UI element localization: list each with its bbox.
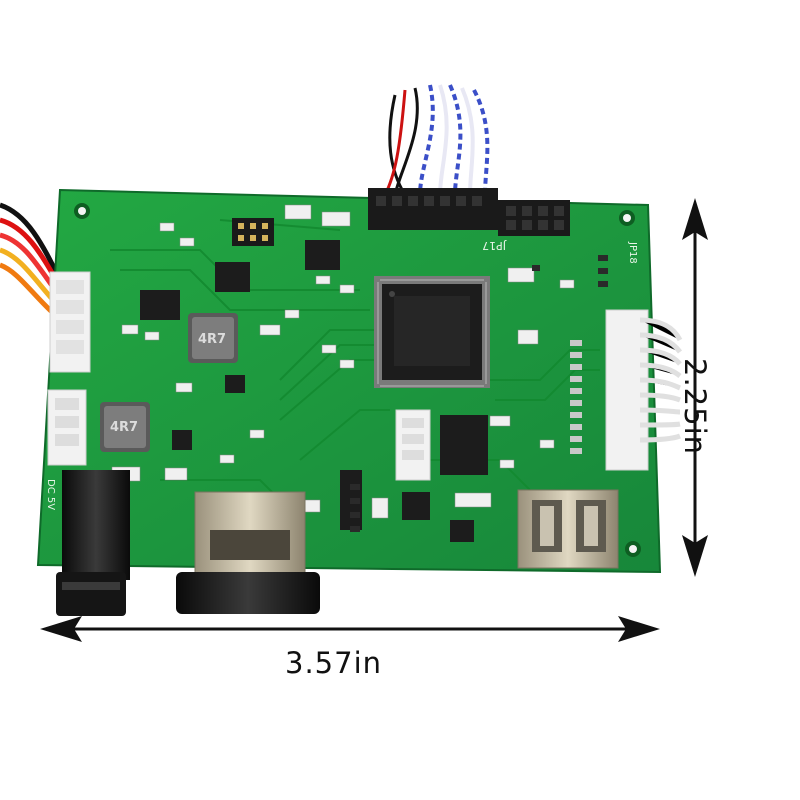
mounting-holes [74, 203, 641, 557]
small-ics [140, 240, 488, 542]
chip-leads [377, 279, 487, 387]
top-pin-header [368, 188, 570, 236]
left-small-connector [47, 389, 87, 466]
height-dimension-label: 2.25in [678, 358, 712, 456]
height-arrow [682, 198, 708, 577]
top-twisted-cable [383, 84, 490, 196]
small-pin-header [232, 218, 274, 246]
dc-power-silk: DC 5V [45, 479, 56, 510]
left-cable-connector [49, 271, 91, 373]
right-cable-connector [605, 309, 683, 471]
center-small-connector [395, 409, 431, 481]
width-arrow [40, 616, 660, 642]
inductor-top: 4R7 [188, 313, 238, 363]
main-processor-chip [374, 276, 490, 388]
dc-power-jack [56, 470, 130, 616]
width-dimension-label: 3.57in [285, 646, 383, 680]
svg-text:4R7: 4R7 [198, 332, 226, 347]
svg-text:4R7: 4R7 [110, 420, 138, 435]
jp17-silk: JP17 [482, 239, 507, 252]
hdmi-port [176, 491, 320, 614]
usb-port [517, 489, 619, 569]
inductor-bottom: 4R7 [100, 402, 150, 452]
jp18-silk: JP18 [627, 241, 638, 264]
